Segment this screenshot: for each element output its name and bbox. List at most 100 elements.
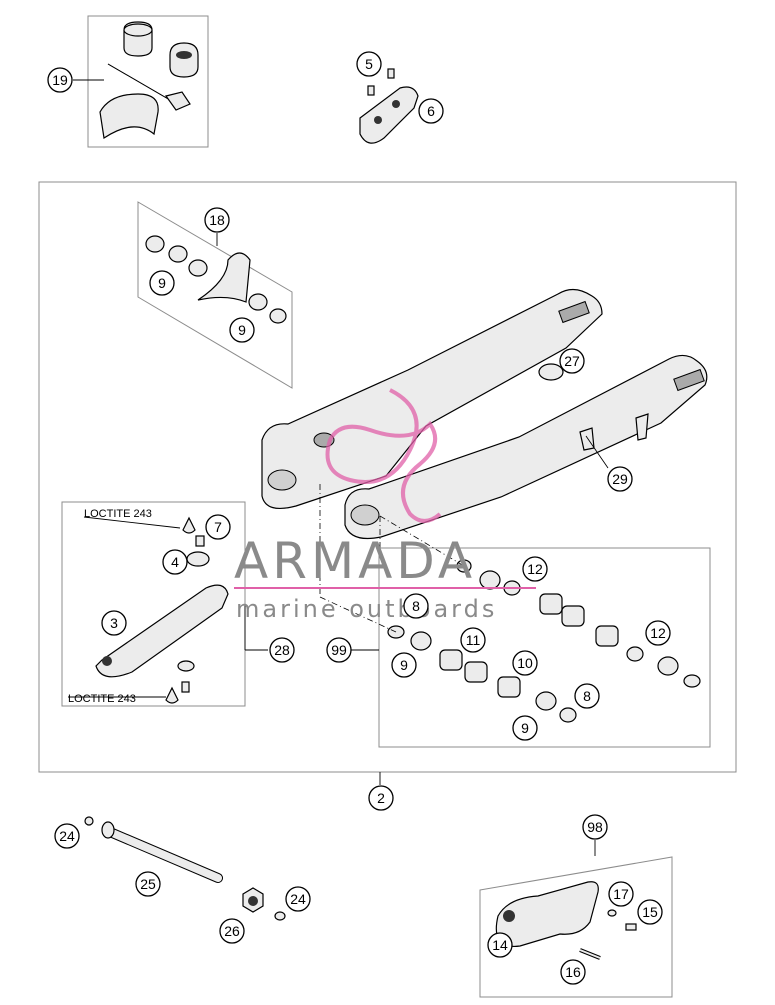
callout-6: 6 xyxy=(418,98,444,124)
callout-circle xyxy=(47,67,73,93)
loctite-label-bottom: LOCTITE 243 xyxy=(68,693,136,705)
callout-circle xyxy=(560,959,586,985)
frame-group-99 xyxy=(378,547,711,748)
callout-circle xyxy=(582,814,608,840)
callout-25: 25 xyxy=(135,871,161,897)
callout-number: 26 xyxy=(224,923,240,939)
callout-number: 2 xyxy=(377,790,385,806)
callout-8b: 8 xyxy=(574,683,600,709)
callout-circle xyxy=(608,881,634,907)
callout-circle xyxy=(356,51,382,77)
callout-number: 9 xyxy=(158,275,166,291)
watermark-swirl xyxy=(325,388,442,523)
callout-number: 17 xyxy=(613,886,629,902)
chain-guide-6 xyxy=(359,68,419,144)
frame-group-98 xyxy=(479,856,673,998)
armada-watermark: ARMADA marine outboards xyxy=(234,388,536,623)
callout-circle xyxy=(326,637,352,663)
callout-circle xyxy=(219,918,245,944)
bushing-kit-19 xyxy=(99,21,199,140)
frame-group-19 xyxy=(87,15,209,148)
callout-circle xyxy=(645,620,671,646)
callout-9a: 9 xyxy=(149,270,175,296)
callout-circle xyxy=(403,593,429,619)
callout-number: 7 xyxy=(214,519,222,535)
callout-circle xyxy=(101,610,127,636)
alignment-lines xyxy=(319,484,465,633)
callout-circle xyxy=(391,652,417,678)
callout-circle xyxy=(54,823,80,849)
callout-circle xyxy=(559,348,585,374)
callout-number: 9 xyxy=(400,657,408,673)
callout-circle xyxy=(607,466,633,492)
callout-number: 9 xyxy=(521,720,529,736)
callout-16: 16 xyxy=(560,959,586,985)
callout-circle xyxy=(229,317,255,343)
callout-circle xyxy=(418,98,444,124)
callout-24b: 24 xyxy=(285,886,311,912)
callout-circle xyxy=(368,785,394,811)
callout-27: 27 xyxy=(559,348,585,374)
callout-number: 98 xyxy=(587,819,603,835)
callout-3: 3 xyxy=(101,610,127,636)
callout-29: 29 xyxy=(607,466,633,492)
callout-4: 4 xyxy=(162,549,188,575)
callout-circle xyxy=(162,549,188,575)
callout-circle xyxy=(204,207,230,233)
callout-number: 6 xyxy=(427,103,435,119)
callout-circle xyxy=(512,715,538,741)
callout-15: 15 xyxy=(637,899,663,925)
watermark-brand: ARMADA xyxy=(234,532,476,590)
callout-circle xyxy=(269,637,295,663)
callout-number: 12 xyxy=(650,625,666,641)
callout-12a: 12 xyxy=(522,556,548,582)
swingarm-axle-25 xyxy=(84,816,286,921)
callout-11: 11 xyxy=(460,627,486,653)
callout-circle xyxy=(135,871,161,897)
callout-28: 28 xyxy=(269,637,295,663)
callout-number: 27 xyxy=(564,353,580,369)
callout-circle xyxy=(637,899,663,925)
callout-number: 19 xyxy=(52,72,68,88)
callout-8a: 8 xyxy=(403,593,429,619)
callout-number: 28 xyxy=(274,642,290,658)
callout-9d: 9 xyxy=(512,715,538,741)
callout-number: 18 xyxy=(209,212,225,228)
callout-number: 4 xyxy=(171,554,179,570)
callout-number: 29 xyxy=(612,471,628,487)
callout-number: 9 xyxy=(238,322,246,338)
swingarm-body xyxy=(261,288,708,540)
callout-number: 24 xyxy=(290,891,306,907)
bearing-stack-99 xyxy=(387,559,701,723)
loctite-label-top: LOCTITE 243 xyxy=(84,508,152,520)
callout-19: 19 xyxy=(47,67,73,93)
callout-2: 2 xyxy=(368,785,394,811)
callout-number: 3 xyxy=(110,615,118,631)
callout-number: 99 xyxy=(331,642,347,658)
callout-circle xyxy=(574,683,600,709)
callout-circle xyxy=(205,514,231,540)
callout-number: 8 xyxy=(412,598,420,614)
callout-circle xyxy=(522,556,548,582)
callout-number: 24 xyxy=(59,828,75,844)
callout-24a: 24 xyxy=(54,823,80,849)
callout-10: 10 xyxy=(512,650,538,676)
callout-18: 18 xyxy=(204,207,230,233)
callout-number: 12 xyxy=(527,561,543,577)
callout-circle xyxy=(285,886,311,912)
callout-circle xyxy=(512,650,538,676)
callout-number: 10 xyxy=(517,655,533,671)
leader-lines xyxy=(68,79,609,856)
callout-98: 98 xyxy=(582,814,608,840)
callout-circle xyxy=(487,932,513,958)
callout-circle xyxy=(460,627,486,653)
callout-17: 17 xyxy=(608,881,634,907)
callout-7: 7 xyxy=(205,514,231,540)
callout-number: 5 xyxy=(365,56,373,72)
callout-circle xyxy=(149,270,175,296)
callout-14: 14 xyxy=(487,932,513,958)
callout-number: 15 xyxy=(642,904,658,920)
callout-26: 26 xyxy=(219,918,245,944)
callout-9b: 9 xyxy=(229,317,255,343)
